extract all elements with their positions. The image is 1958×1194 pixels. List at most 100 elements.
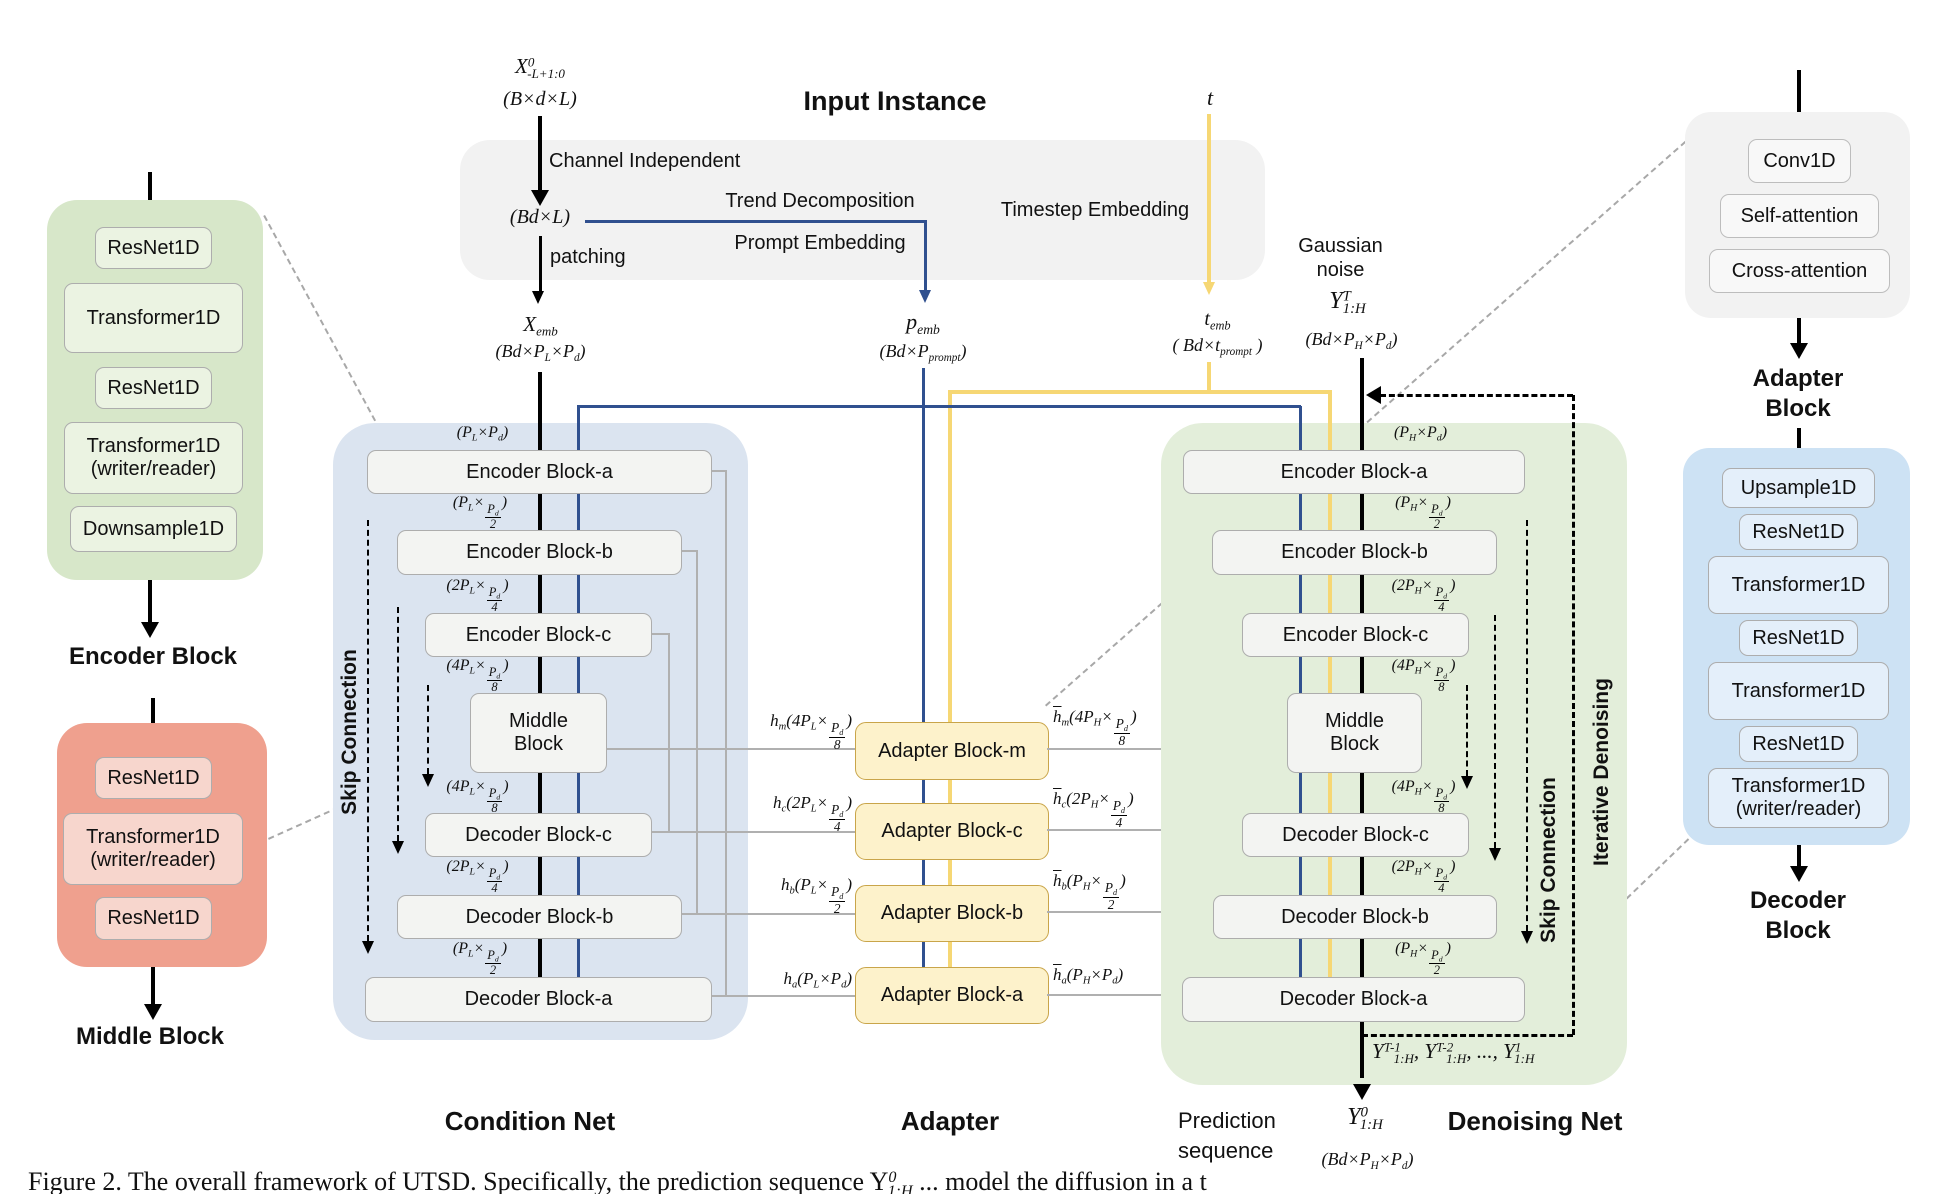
t-label: t xyxy=(1206,85,1214,110)
blue-horizontal-line xyxy=(577,404,1301,408)
x0-dim-label: (B×d×L) xyxy=(503,88,577,110)
p-emb-label: pemb xyxy=(906,309,940,337)
skip-dashed-arrow xyxy=(1526,520,1528,931)
condition-decoder-block-c: Decoder Block-c xyxy=(425,813,652,857)
condition-skip-connection-label: Skip Connection xyxy=(338,649,361,815)
h-a-label: ha(PL×Pd) xyxy=(783,969,852,991)
trend-decomposition-label: Trend Decomposition xyxy=(725,190,915,212)
gaussian-label-line1: Gaussian xyxy=(1298,235,1383,257)
skip-dashed-arrowhead xyxy=(1489,848,1501,861)
middle-block-title: Middle Block xyxy=(75,1023,225,1050)
adapter-block-title: Adapter Block xyxy=(1752,365,1844,422)
decoder-panel-transformer1d-writer-reader: Transformer1D (writer/reader) xyxy=(1708,768,1889,828)
patching-arrowhead xyxy=(532,291,544,304)
h-b-line xyxy=(680,913,855,915)
skip-line xyxy=(668,633,670,833)
middle-panel-resnet1d-2: ResNet1D xyxy=(95,897,212,940)
skip-line xyxy=(696,550,698,914)
dim-label: (PH×Pd) xyxy=(1393,424,1448,444)
x0-arrow-line xyxy=(538,116,542,192)
skip-dashed-arrow xyxy=(367,520,369,941)
prediction-sequence-label-line1: Prediction xyxy=(1178,1108,1276,1133)
skip-dashed-arrow xyxy=(427,685,429,774)
skip-line xyxy=(680,550,698,552)
encoder-panel-resnet1d-2: ResNet1D xyxy=(95,367,212,409)
denoising-decoder-block-a: Decoder Block-a xyxy=(1182,977,1525,1022)
channel-independent-label: Channel Independent xyxy=(549,150,741,172)
condition-net-title: Condition Net xyxy=(444,1106,616,1136)
skip-line xyxy=(650,633,670,635)
yellow-horizontal-line xyxy=(948,390,1332,394)
skip-dashed-arrowhead xyxy=(1461,776,1473,789)
skip-line xyxy=(710,470,727,472)
encoder-panel-resnet1d-1: ResNet1D xyxy=(95,227,212,269)
h-a-line xyxy=(710,995,855,997)
middle-panel-arrowhead xyxy=(143,1004,162,1020)
adapter-out-line xyxy=(1047,911,1204,913)
condition-encoder-block-c: Encoder Block-c xyxy=(425,613,652,657)
skip-dashed-arrow xyxy=(1466,685,1468,776)
skip-dashed-arrowhead xyxy=(362,941,374,954)
prompt-embedding-label: Prompt Embedding xyxy=(734,232,906,254)
denoising-decoder-block-b: Decoder Block-b xyxy=(1213,895,1497,939)
decoder-panel-resnet1d-2: ResNet1D xyxy=(1739,620,1858,656)
decoder-panel-resnet1d-3: ResNet1D xyxy=(1739,726,1858,762)
skip-dashed-arrowhead xyxy=(1521,931,1533,944)
t-emb-down-line xyxy=(1207,362,1211,394)
yT-dim-label: (Bd×PH×Pd) xyxy=(1305,329,1398,352)
timestep-embedding-label: Timestep Embedding xyxy=(1000,199,1190,221)
encoder-panel-transformer1d-writer-reader: Transformer1D (writer/reader) xyxy=(64,422,243,494)
condition-decoder-block-a: Decoder Block-a xyxy=(365,977,712,1022)
x-emb-label: Xemb xyxy=(523,312,558,339)
adapter-block-b: Adapter Block-b xyxy=(855,885,1049,942)
adapter-panel-arrowhead xyxy=(1789,343,1808,359)
denoising-encoder-block-b: Encoder Block-b xyxy=(1212,530,1497,575)
denoising-skip-connection-label: Skip Connection xyxy=(1537,777,1560,943)
middle-panel-transformer1d-writer-reader: Transformer1D (writer/reader) xyxy=(63,813,243,885)
t-emb-arrowhead xyxy=(1202,282,1215,295)
y0-label: Y01:H xyxy=(1347,1104,1383,1134)
x-emb-dim-label: (Bd×PL×Pd) xyxy=(495,341,586,364)
iterative-denoising-label: Iterative Denoising xyxy=(1590,678,1613,866)
adapter-block-a: Adapter Block-a xyxy=(855,967,1049,1024)
adapter-out-line xyxy=(1047,829,1233,831)
prediction-arrowhead xyxy=(1353,1084,1371,1100)
yellow-adapter-line xyxy=(948,392,952,998)
bdl-label: (Bd×L) xyxy=(509,206,571,228)
encoder-panel-downsample1d: Downsample1D xyxy=(70,506,237,552)
adapter-out-line xyxy=(1047,994,1173,996)
gaussian-label-line2: noise xyxy=(1316,259,1365,281)
adapter-to-decoder-line xyxy=(1796,428,1801,450)
condition-feature-line xyxy=(538,372,542,995)
denoising-net-title: Denoising Net xyxy=(1447,1106,1623,1136)
patching-line xyxy=(538,236,542,292)
adapter-block-m: Adapter Block-m xyxy=(855,722,1049,780)
h-c-line xyxy=(650,831,855,833)
skip-dashed-arrow xyxy=(397,607,399,841)
input-instance-title: Input Instance xyxy=(803,86,987,116)
iterative-loop-arrowhead xyxy=(1366,386,1381,404)
encoder-panel-connector-line xyxy=(263,215,395,457)
condition-encoder-block-b: Encoder Block-b xyxy=(397,530,682,575)
yT-label: YT1:H xyxy=(1329,288,1366,318)
dim-label: (PL×Pd) xyxy=(456,424,509,444)
condition-decoder-block-b: Decoder Block-b xyxy=(397,895,682,939)
h-m-line xyxy=(607,748,855,750)
denoising-middle-block: Middle Block xyxy=(1287,693,1422,773)
decoder-block-title: Decoder Block xyxy=(1749,887,1847,944)
t-line xyxy=(1207,114,1211,284)
